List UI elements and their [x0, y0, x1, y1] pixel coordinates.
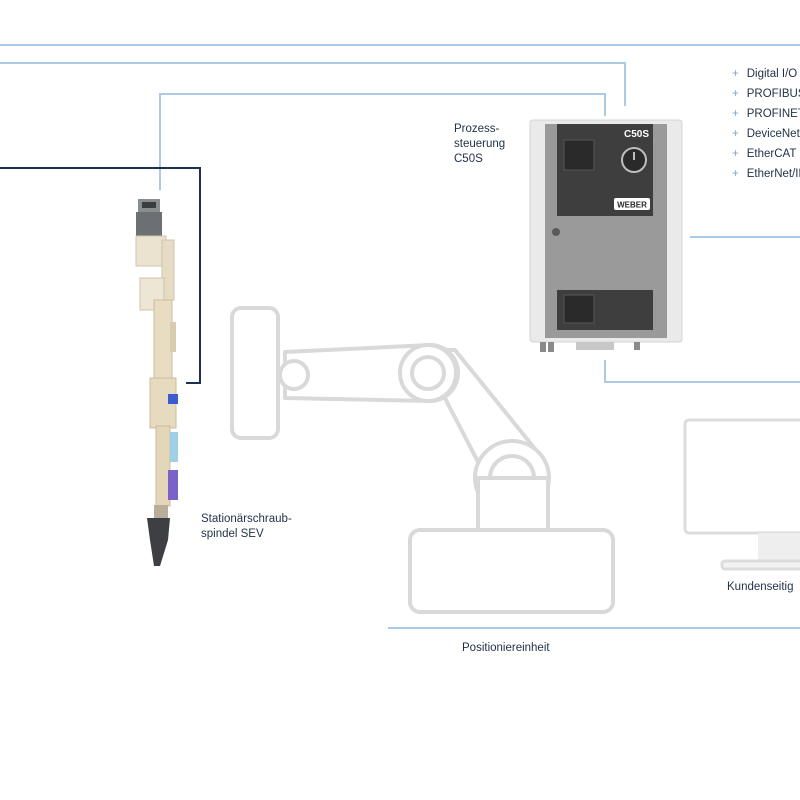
- line-spindle-controller: [159, 93, 606, 190]
- spindle-cylinder: [153, 299, 173, 381]
- brand-label: WEBER: [617, 201, 647, 210]
- spindle-guide: [170, 322, 176, 352]
- interface-item: + DeviceNet: [732, 124, 800, 144]
- plus-icon: +: [732, 168, 739, 180]
- interface-label: PROFIBUS: [746, 88, 800, 100]
- spindle-shaft: [155, 425, 171, 507]
- plus-icon: +: [732, 88, 739, 100]
- spindle-valve-top: [168, 394, 178, 404]
- robot-tool-flange: [230, 306, 280, 440]
- interface-label: Digital I/O: [746, 68, 798, 80]
- controller-label-line1: Prozess-: [454, 123, 500, 135]
- screw-spindle: [135, 199, 178, 566]
- plus-icon: +: [732, 68, 739, 80]
- spindle-label-line2: spindel SEV: [201, 528, 264, 540]
- spindle-valve-bottom: [168, 470, 178, 500]
- monitor-stand: [758, 533, 800, 561]
- spindle-motor-cap-top: [142, 202, 156, 208]
- robot-elbow-inner: [410, 355, 446, 391]
- line-controller-top: [0, 62, 626, 106]
- spindle-label-line1: Stationärschraub-: [201, 513, 292, 525]
- controller-label-line3: C50S: [454, 153, 483, 165]
- customer-side-label: Kundenseitig: [727, 581, 794, 593]
- plus-icon: +: [732, 108, 739, 120]
- interface-label: DeviceNet: [746, 128, 800, 140]
- monitor-foot: [720, 559, 800, 571]
- spindle-motor: [136, 212, 162, 236]
- monitor-screen: [683, 418, 800, 535]
- robot-base-neck: [476, 476, 550, 532]
- robot-arm-outline: [230, 306, 615, 614]
- line-spindle-motor: [0, 167, 201, 384]
- spindle-housing-top: [135, 235, 167, 267]
- cable-gland-left: [540, 342, 546, 352]
- door-lock-icon: [552, 228, 560, 236]
- brand-plate: [614, 198, 650, 210]
- line-controller-bottom: [604, 360, 800, 383]
- plus-icon: +: [732, 128, 739, 140]
- robot-base: [408, 528, 615, 614]
- cable-gland-right: [634, 342, 640, 350]
- controller-label: Prozess- steuerung C50S: [454, 122, 505, 167]
- cable-gland-left-2: [548, 342, 554, 352]
- controller-label-line2: steuerung: [454, 138, 506, 150]
- robot-wrist-joint: [278, 359, 310, 391]
- plus-icon: +: [732, 148, 739, 160]
- interface-item: + Digital I/O: [732, 64, 800, 84]
- vent-grille-bottom: [563, 294, 595, 324]
- spindle-label: Stationärschraub- spindel SEV: [201, 512, 292, 542]
- controller-cabinet: WEBER C50S: [529, 119, 683, 352]
- interface-item: + PROFINET: [732, 104, 800, 124]
- interface-item: + EtherNet/IP: [732, 164, 800, 184]
- interface-item: + PROFIBUS: [732, 84, 800, 104]
- connector-strip: [576, 342, 614, 350]
- spindle-sensor-tube: [170, 432, 178, 462]
- interface-item: + EtherCAT: [732, 144, 800, 164]
- model-label: C50S: [624, 129, 649, 140]
- interface-label: PROFINET: [746, 108, 800, 120]
- vent-grille-top: [563, 139, 595, 171]
- positioning-unit-label: Positioniereinheit: [462, 642, 550, 654]
- spindle-bit-holder: [147, 518, 170, 566]
- interface-list: + Digital I/O + PROFIBUS + PROFINET + Device…: [732, 64, 800, 184]
- interface-label: EtherCAT: [746, 148, 797, 160]
- monitor-outline: [683, 418, 800, 571]
- interface-label: EtherNet/IP: [746, 168, 800, 180]
- connection-lines: [0, 44, 800, 629]
